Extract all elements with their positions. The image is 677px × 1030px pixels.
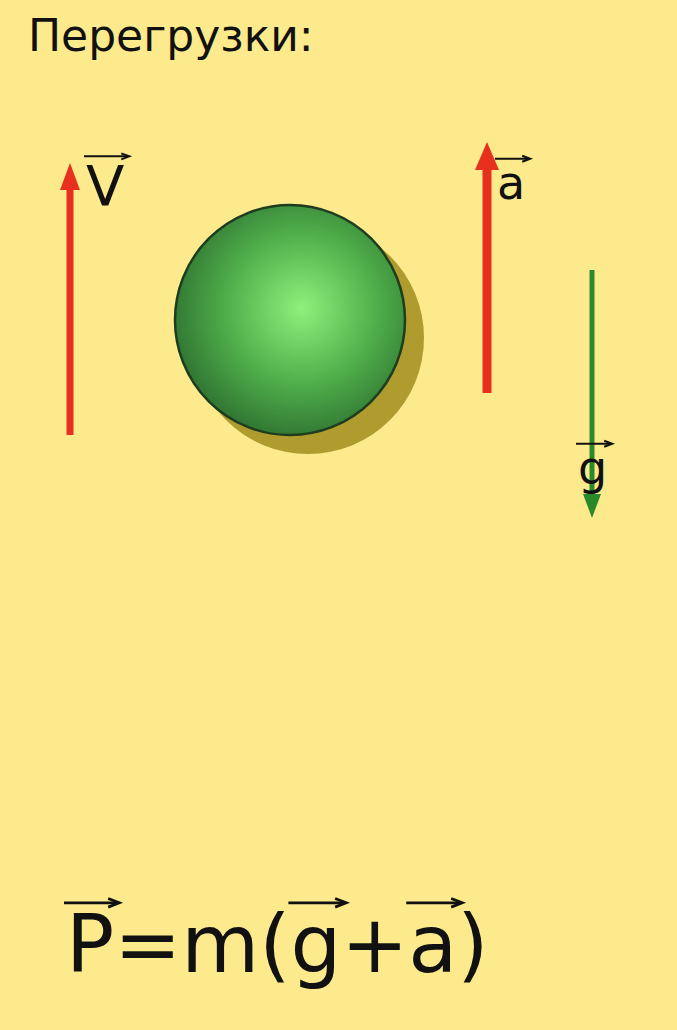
vector-label: g [578, 445, 607, 491]
vector-label: V [86, 158, 124, 214]
acceleration-arrow [483, 165, 492, 393]
vector-label: a [497, 160, 525, 206]
vector-mark [64, 901, 117, 904]
velocity-arrowhead [60, 163, 80, 190]
vector-marks [64, 153, 612, 907]
velocity-arrow [67, 185, 74, 435]
formula: P=m(g+a) [66, 905, 488, 985]
gravity-arrowhead [583, 494, 601, 518]
vector-mark [406, 901, 460, 904]
acceleration-arrowhead [475, 142, 499, 170]
ball [175, 205, 405, 435]
title: Перегрузки: [28, 14, 314, 58]
vector-mark [288, 901, 344, 904]
